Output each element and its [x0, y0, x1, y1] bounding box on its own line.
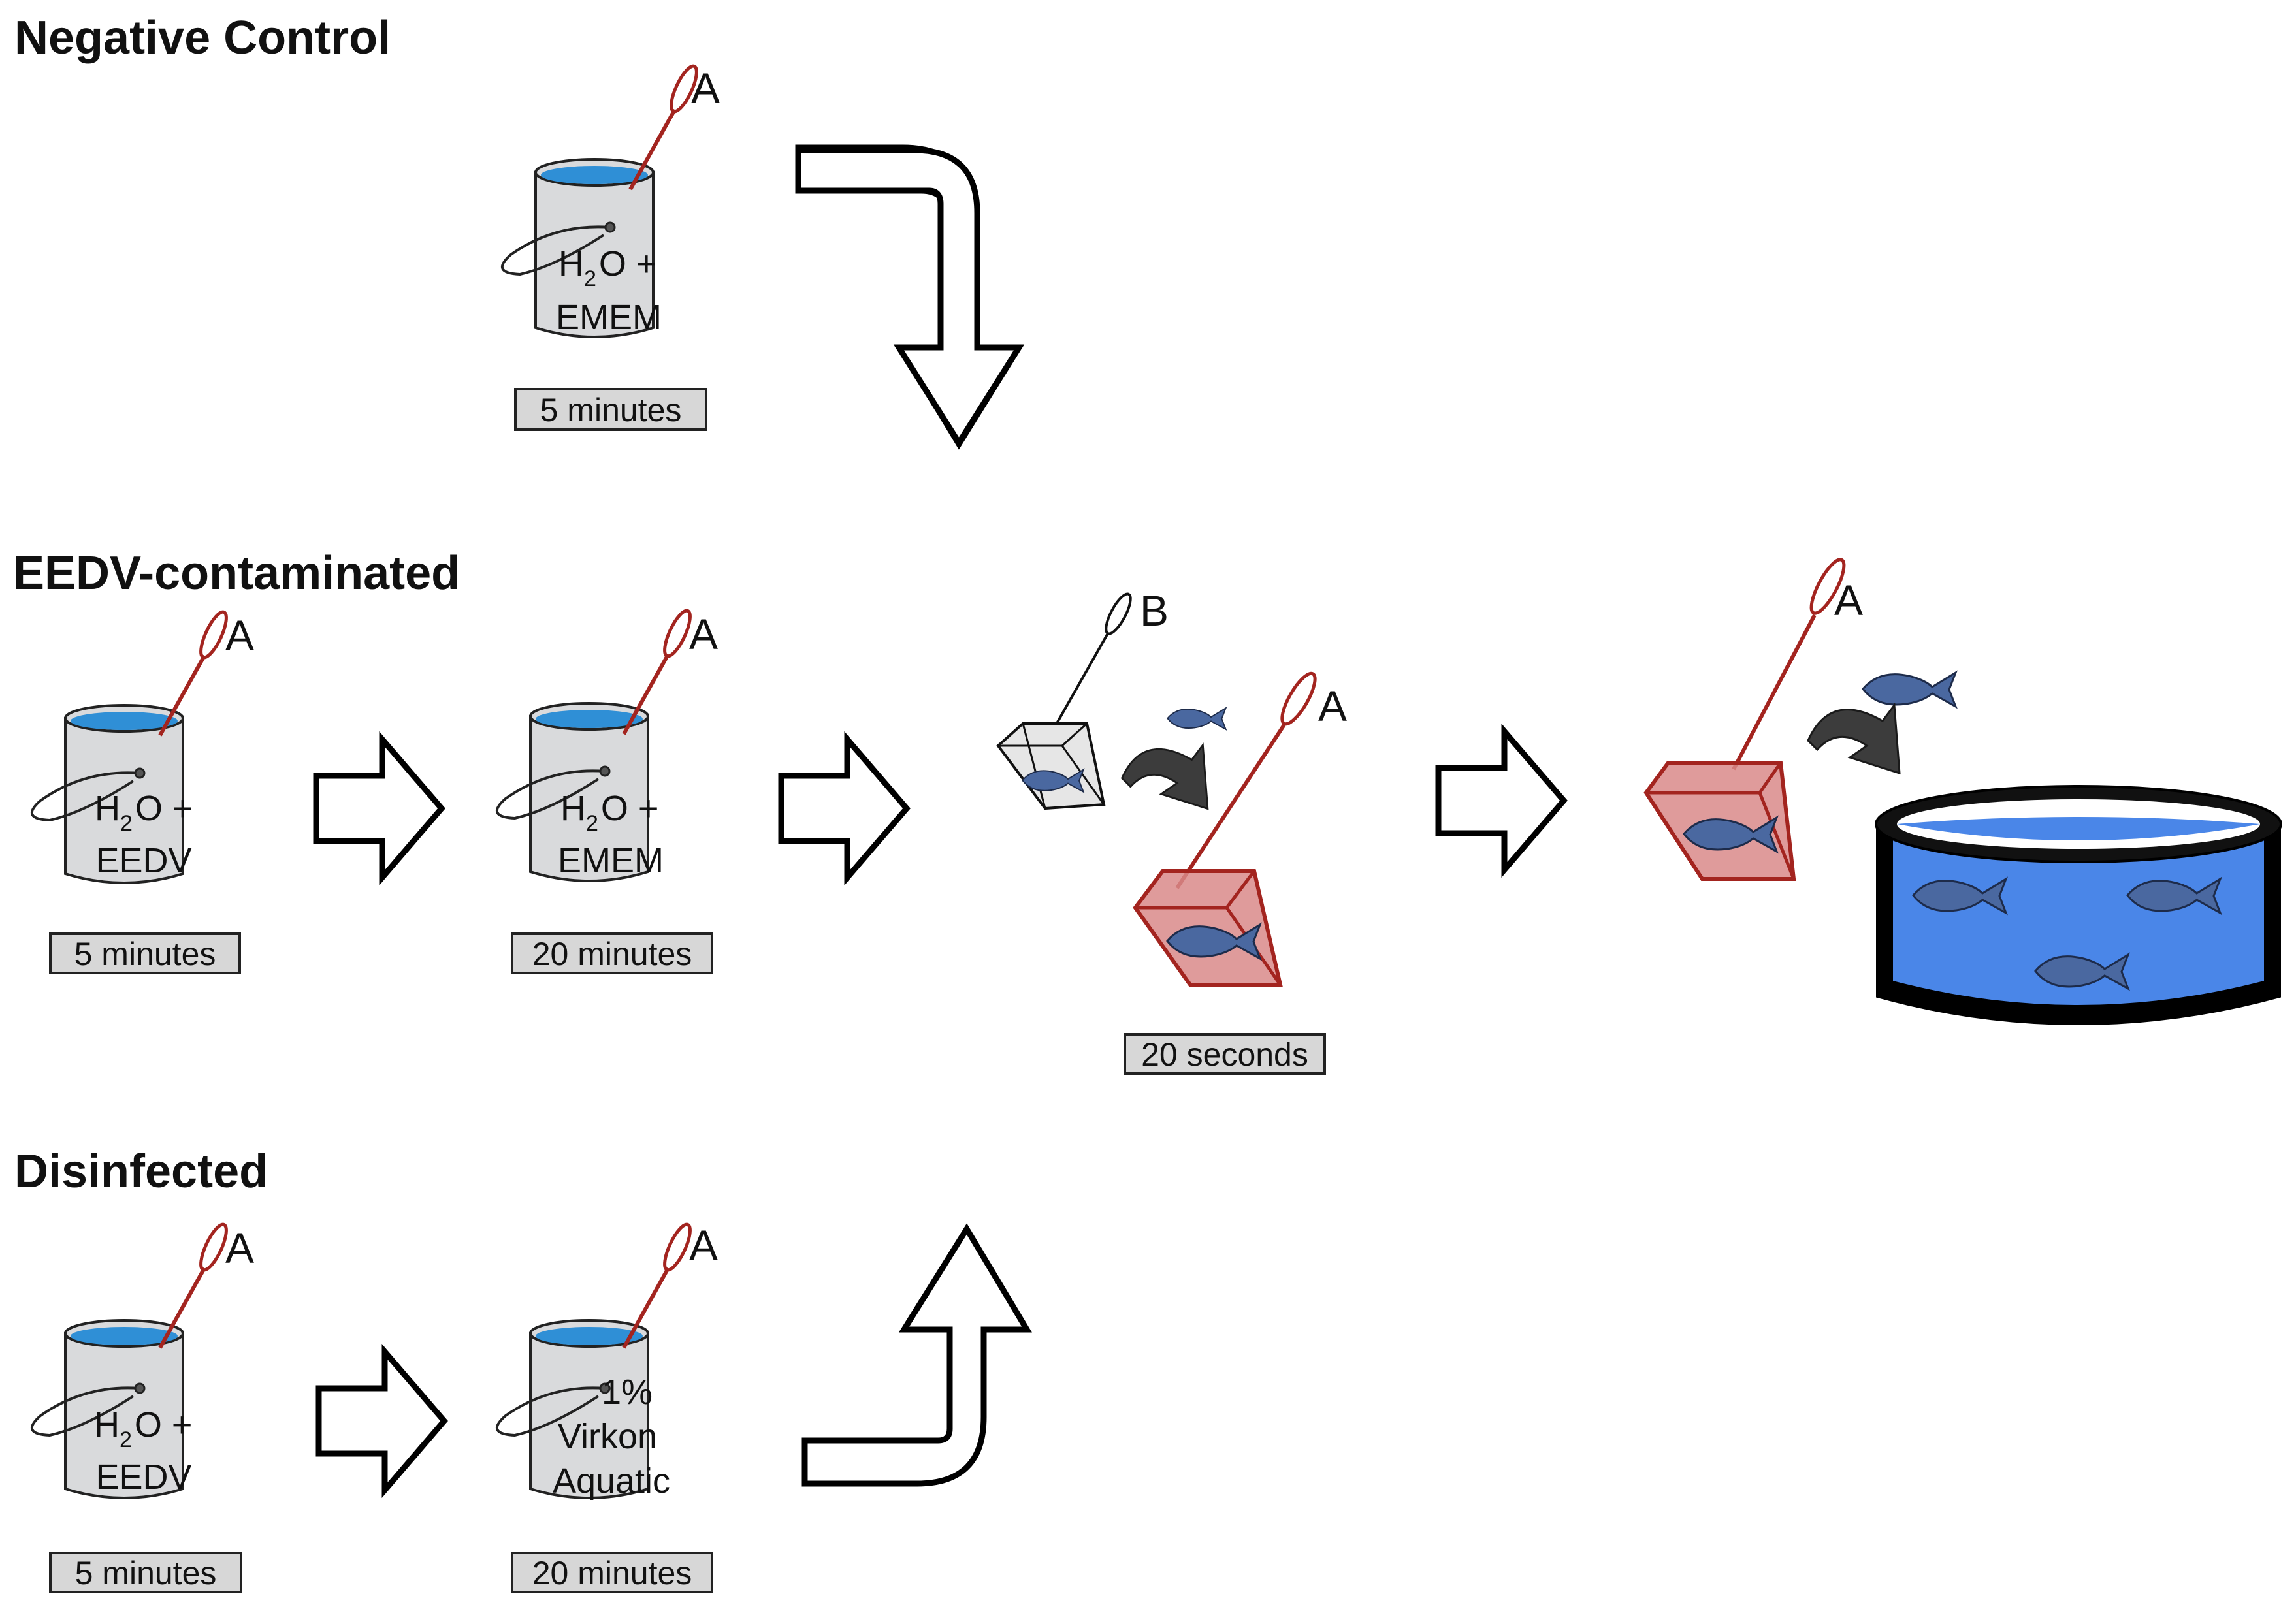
net-label-a: A — [691, 64, 720, 112]
bucket-label-line2: EMEM — [556, 298, 662, 337]
hollow-arrow-icon — [801, 1223, 1032, 1487]
section-title-eedv-contaminated: EEDV-contaminated — [13, 547, 460, 599]
dip-net-icon — [160, 609, 231, 735]
bucket-dis-virkon: A 1% Virkon Aquatic 20 minutes — [495, 1221, 718, 1593]
duration-box — [514, 388, 707, 431]
hollow-arrow-icon — [319, 1352, 444, 1490]
bucket-label-line1: H2O + — [560, 789, 658, 836]
duration-label: 5 minutes — [75, 1555, 217, 1591]
duration-box — [1124, 1033, 1326, 1075]
hollow-arrow-icon — [1438, 731, 1564, 870]
fish-icon — [1167, 707, 1227, 730]
dip-net-a-red — [1643, 558, 1846, 881]
net-loop — [1280, 671, 1317, 726]
net-label-a: A — [225, 611, 254, 660]
net-handle — [1052, 633, 1109, 731]
dip-net-icon — [624, 1221, 695, 1348]
net-label-a: A — [1318, 682, 1347, 730]
net-loop — [1809, 558, 1846, 615]
duration-label: 20 minutes — [532, 1555, 692, 1591]
bucket-label-line3: Aquatic — [553, 1461, 670, 1501]
net-handle — [1175, 724, 1286, 889]
hollow-arrow-icon — [781, 739, 907, 878]
bucket-label-line2: EEDV — [95, 841, 191, 880]
net-label-a: A — [689, 610, 718, 658]
net-transfer-step: B A 20 seconds — [996, 586, 1347, 1075]
net-label-b: B — [1140, 586, 1169, 635]
curved-arrow-icon — [1807, 704, 1901, 774]
bucket-label-line1: 1% — [602, 1373, 653, 1412]
duration-box — [511, 1552, 713, 1593]
section-title-negative-control: Negative Control — [14, 12, 391, 64]
duration-label: 5 minutes — [74, 936, 216, 972]
dip-net-icon — [624, 607, 695, 734]
fish-icon — [1862, 671, 1957, 708]
duration-label: 5 minutes — [540, 392, 682, 428]
net-to-tank-step: A — [1643, 558, 2282, 1025]
duration-label: 20 seconds — [1141, 1036, 1308, 1073]
dip-net-icon — [160, 1221, 231, 1348]
net-label-a: A — [225, 1224, 254, 1272]
bucket-label-line2: Virkon — [558, 1417, 657, 1456]
bucket-label-line2: EMEM — [558, 841, 664, 880]
bucket-eedv-eedv: A H2O + EEDV 5 minutes — [30, 609, 254, 974]
net-label-a: A — [689, 1221, 718, 1269]
hollow-arrow-icon — [795, 147, 1025, 449]
bucket-label-line1: H2O + — [558, 244, 656, 291]
bucket-label-line1: H2O + — [95, 789, 193, 836]
section-title-disinfected: Disinfected — [14, 1145, 268, 1198]
bucket-label-line1: H2O + — [94, 1405, 192, 1452]
net-handle — [1732, 614, 1817, 771]
duration-box — [49, 932, 241, 974]
bucket-neg-emem: A H2O + EMEM 5 minutes — [500, 63, 720, 431]
curved-arrow-icon — [1121, 744, 1209, 810]
duration-box — [49, 1552, 242, 1593]
bucket-eedv-emem: A H2O + EMEM 20 minutes — [495, 607, 718, 974]
duration-box — [511, 932, 713, 974]
hollow-arrow-icon — [316, 739, 442, 878]
bucket-label-line2: EEDV — [95, 1458, 191, 1497]
dip-net-b — [996, 592, 1132, 810]
bucket-dis-eedv: A H2O + EEDV 5 minutes — [30, 1221, 254, 1593]
tank-icon — [1875, 785, 2282, 1025]
net-label-a: A — [1834, 576, 1863, 624]
duration-label: 20 minutes — [532, 936, 692, 972]
net-loop — [1105, 592, 1132, 635]
dip-net-a-red — [1133, 671, 1317, 987]
